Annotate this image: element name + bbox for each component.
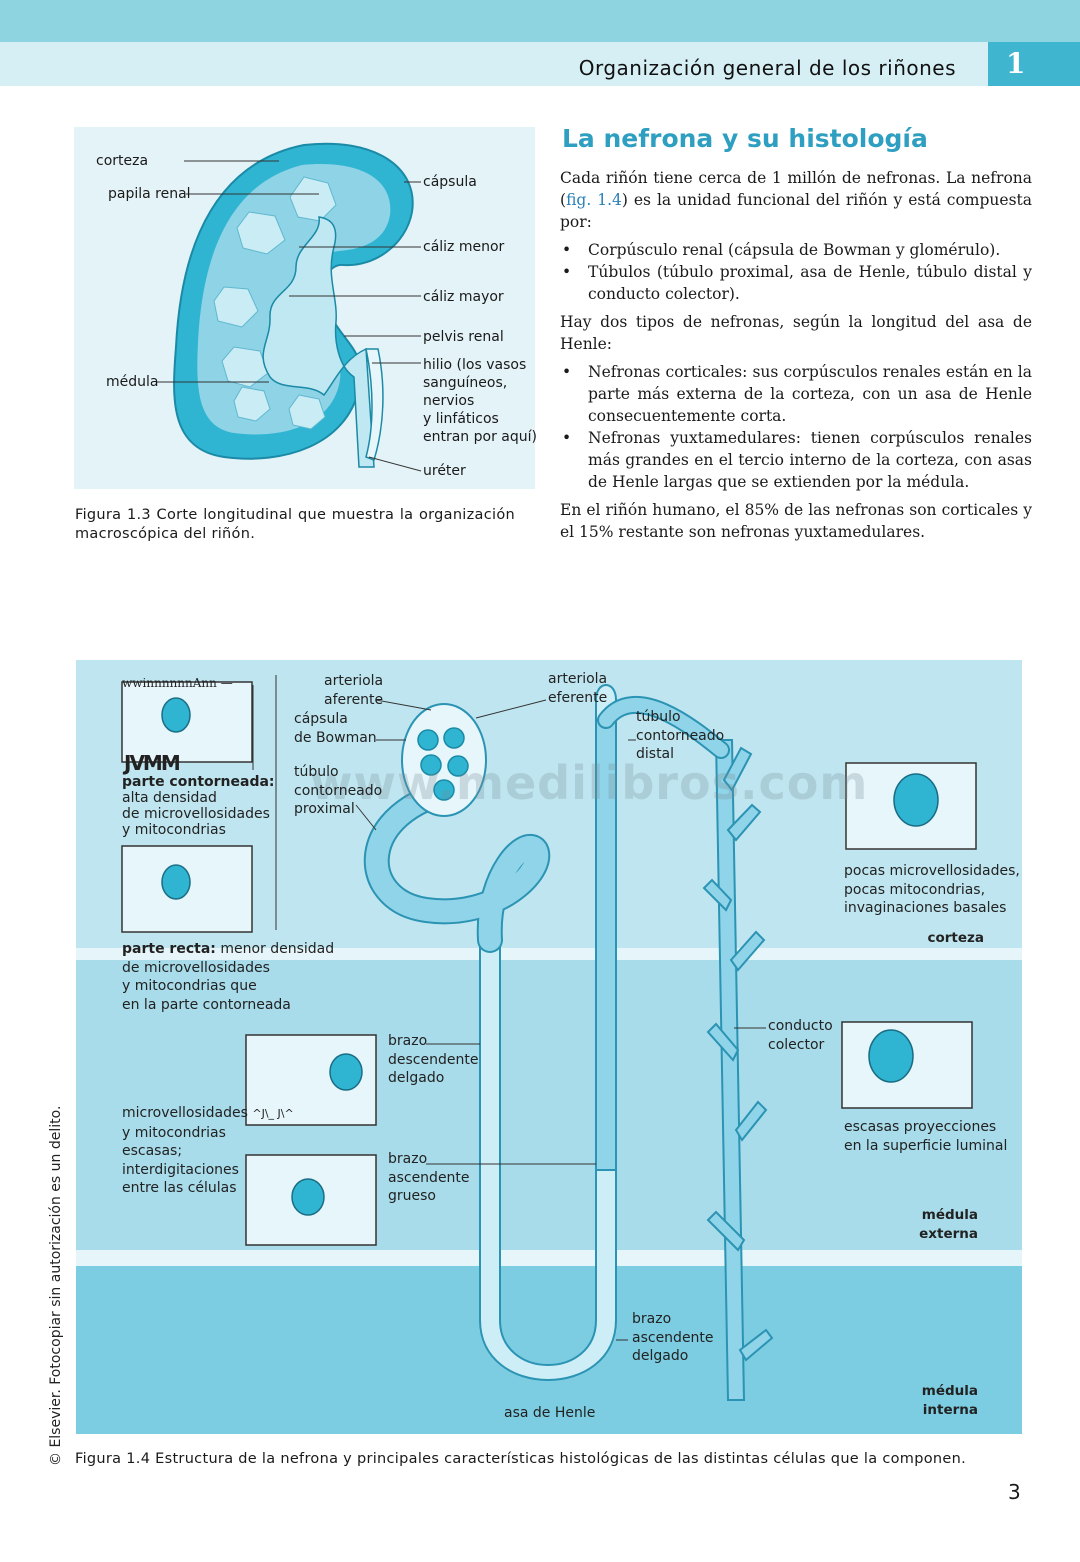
paragraph-2: Hay dos tipos de nefronas, según la long… [560, 313, 1032, 353]
list-components: Corpúsculo renal (cápsula de Bowman y gl… [560, 239, 1032, 305]
figure-reference-link[interactable]: fig. 1.4 [566, 191, 622, 209]
label-capsula: cápsula [423, 174, 477, 190]
label-corteza: corteza [96, 153, 149, 169]
paragraph-1: Cada riñón tiene cerca de 1 millón de ne… [560, 169, 1032, 231]
chapter-number-badge: 1 [988, 42, 1080, 86]
list-item: Nefronas corticales: sus corpúsculos ren… [560, 361, 1032, 427]
running-header-title: Organización general de los riñones [578, 56, 956, 80]
top-color-band [0, 0, 1080, 42]
watermark: www.medilibros.com [310, 756, 869, 810]
scan-noise-text: wwinnnnnnAnn — [122, 676, 233, 690]
label-pelvis-renal: pelvis renal [423, 329, 504, 345]
label-parte-contorneada: parte contorneada: alta densidad de micr… [122, 774, 275, 838]
label-brazo-descendente-delgado: brazo descendente delgado [388, 1033, 479, 1086]
list-item: Túbulos (túbulo proximal, asa de Henle, … [560, 261, 1032, 305]
label-tubulo-distal: túbulo contorneado distal [636, 709, 725, 762]
figure-1-4-caption: Figura 1.4 Estructura de la nefrona y pr… [75, 1451, 967, 1467]
figure-1-3-kidney-diagram: corteza papila renal cápsula cáliz menor… [74, 127, 537, 489]
label-medula: médula [106, 374, 159, 390]
label-ureter: uréter [423, 463, 466, 479]
section-title: La nefrona y su histología [562, 124, 928, 153]
label-segmento-delgado: microvellosidades ^J\_ J\^ y mitocondria… [122, 1105, 294, 1196]
page-number: 3 [1008, 1480, 1021, 1504]
label-asa-de-henle: asa de Henle [504, 1405, 596, 1421]
label-arteriola-eferente: arteriola eferente [548, 671, 608, 706]
label-capsula-bowman: cápsula de Bowman [294, 711, 377, 746]
label-caliz-mayor: cáliz mayor [423, 289, 504, 305]
label-tubulo-proximal: túbulo contorneado proximal [294, 764, 383, 817]
label-distal-cell: pocas microvellosidades, pocas mitocondr… [844, 863, 1020, 916]
copyright-notice: © Elsevier. Fotocopiar sin autorización … [48, 1105, 64, 1466]
scan-noise-text: ^J\_ J\^ [252, 1107, 294, 1120]
figure-1-4-nephron-diagram: www.medilibros.com wwinnnnnnAnn — JVMM a… [76, 660, 1022, 1434]
scan-noise-text: JVMM [124, 751, 181, 775]
section-body: Cada riñón tiene cerca de 1 millón de ne… [560, 167, 1032, 549]
label-brazo-ascendente-grueso: brazo ascendente grueso [388, 1151, 470, 1204]
label-hilio: hilio (los vasos sanguíneos, nervios y l… [423, 357, 537, 445]
label-conducto-colector: conducto colector [768, 1018, 833, 1053]
zone-label-medula-externa: médula externa [919, 1207, 978, 1242]
zone-label-corteza: corteza [927, 930, 984, 946]
list-item: Corpúsculo renal (cápsula de Bowman y gl… [560, 239, 1032, 261]
label-colector-cell: escasas proyecciones en la superficie lu… [844, 1119, 1008, 1154]
figure-1-3-caption: Figura 1.3 Corte longitudinal que muestr… [75, 507, 515, 542]
running-header-bar [0, 42, 1080, 86]
label-parte-recta: parte recta: menor densidad de microvell… [122, 941, 335, 1013]
list-item: Nefronas yuxtamedulares: tienen corpúscu… [560, 427, 1032, 493]
label-caliz-menor: cáliz menor [423, 239, 505, 255]
paragraph-3: En el riñón humano, el 85% de las nefron… [560, 501, 1032, 541]
label-brazo-ascendente-delgado: brazo ascendente delgado [632, 1311, 714, 1364]
label-papila-renal: papila renal [108, 186, 191, 202]
zone-label-medula-interna: médula interna [921, 1383, 978, 1418]
list-nephron-types: Nefronas corticales: sus corpúsculos ren… [560, 361, 1032, 493]
label-arteriola-aferente: arteriola aferente [324, 673, 384, 708]
